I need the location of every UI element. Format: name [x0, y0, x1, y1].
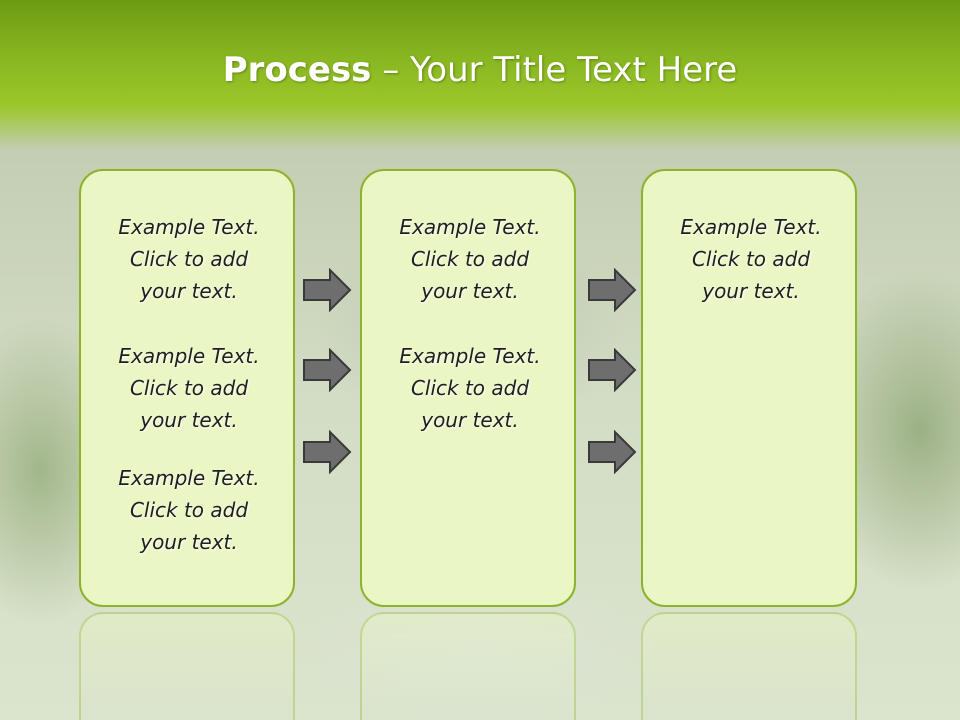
- title-bar: [0, 0, 960, 150]
- process-box-1[interactable]: Example Text. Click to add your text. Ex…: [79, 169, 295, 607]
- process-box-3-reflection: [641, 612, 857, 720]
- title-bold: Process: [222, 50, 372, 90]
- right-arrow-icon: [303, 348, 352, 392]
- process-box-3[interactable]: Example Text. Click to add your text.: [641, 169, 857, 607]
- right-arrow-icon: [303, 430, 352, 474]
- title-rest: – Your Title Text Here: [371, 50, 738, 90]
- box-1-text-1[interactable]: Example Text. Click to add your text.: [118, 215, 260, 303]
- box-2-text-2[interactable]: Example Text. Click to add your text.: [399, 344, 541, 432]
- process-box-2[interactable]: Example Text. Click to add your text. Ex…: [360, 169, 576, 607]
- box-3-text-1[interactable]: Example Text. Click to add your text.: [680, 215, 822, 303]
- process-box-2-reflection: [360, 612, 576, 720]
- right-arrow-icon: [588, 268, 637, 312]
- process-box-1-reflection: [79, 612, 295, 720]
- right-arrow-icon: [588, 430, 637, 474]
- right-arrow-icon: [588, 348, 637, 392]
- slide-title[interactable]: Process – Your Title Text Here: [0, 50, 960, 90]
- box-1-text-3[interactable]: Example Text. Click to add your text.: [118, 466, 260, 554]
- box-1-text-2[interactable]: Example Text. Click to add your text.: [118, 344, 260, 432]
- box-2-text-1[interactable]: Example Text. Click to add your text.: [399, 215, 541, 303]
- right-arrow-icon: [303, 268, 352, 312]
